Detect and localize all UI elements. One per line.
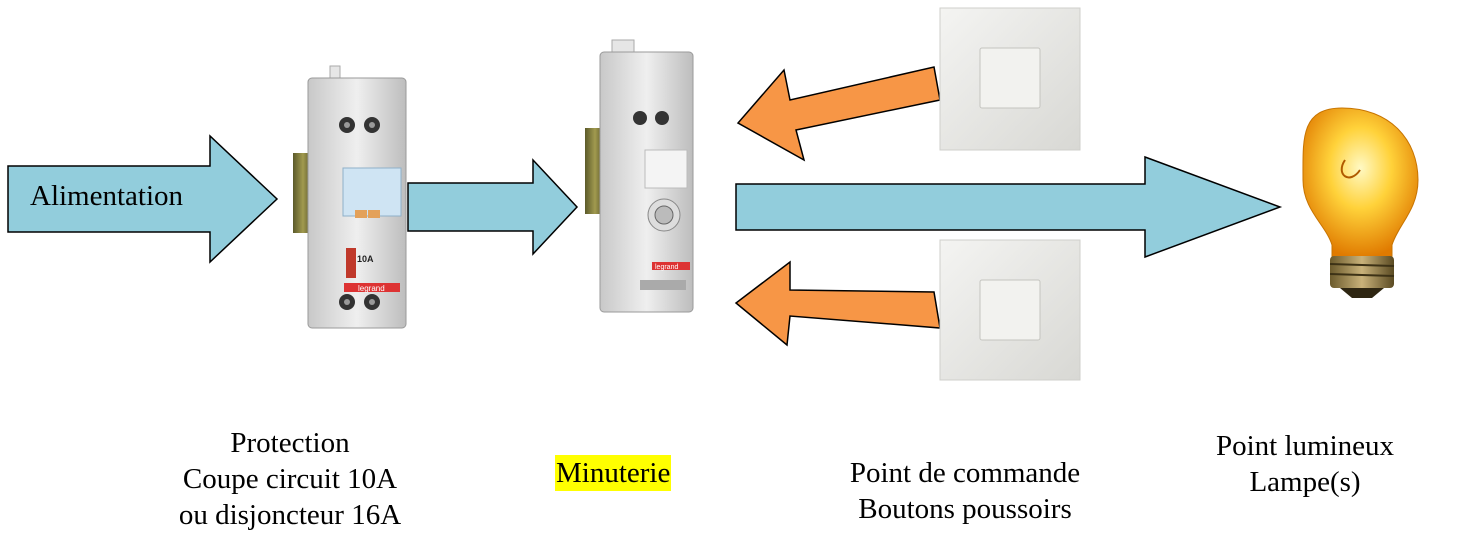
protection-caption-line: Coupe circuit 10A xyxy=(182,463,398,495)
command-caption-line: Point de commande xyxy=(849,457,1081,489)
command-arrow-lower xyxy=(734,260,941,347)
light-bulb-icon xyxy=(1302,107,1419,298)
protection-caption-line: Protection xyxy=(230,427,350,459)
push-button-lower xyxy=(939,239,1081,381)
timer-to-lamp-arrow xyxy=(735,155,1283,259)
protection-to-timer-arrow xyxy=(407,158,579,256)
protection-caption-line: ou disjoncteur 16A xyxy=(178,499,402,531)
svg-text:10A: 10A xyxy=(357,254,374,264)
timer-caption-text: Minuterie xyxy=(555,455,672,491)
alimentation-label: Alimentation xyxy=(30,180,184,212)
command-caption: Point de commande Boutons poussoirs xyxy=(800,455,1130,527)
command-caption-line: Boutons poussoirs xyxy=(858,493,1072,525)
svg-text:legrand: legrand xyxy=(358,284,385,293)
power-input-arrow xyxy=(7,134,279,264)
push-button-upper xyxy=(939,7,1081,151)
svg-text:legrand: legrand xyxy=(655,264,678,271)
timer-module: legrand xyxy=(585,39,694,313)
protection-module: 10A legrand xyxy=(293,65,407,329)
light-caption-line: Lampe(s) xyxy=(1249,466,1361,498)
command-arrow-upper xyxy=(736,66,941,162)
light-caption-line: Point lumineux xyxy=(1215,430,1395,462)
light-caption: Point lumineux Lampe(s) xyxy=(1185,428,1425,500)
timer-caption: Minuterie xyxy=(555,455,672,491)
protection-caption: Protection Coupe circuit 10A ou disjonct… xyxy=(140,425,440,533)
